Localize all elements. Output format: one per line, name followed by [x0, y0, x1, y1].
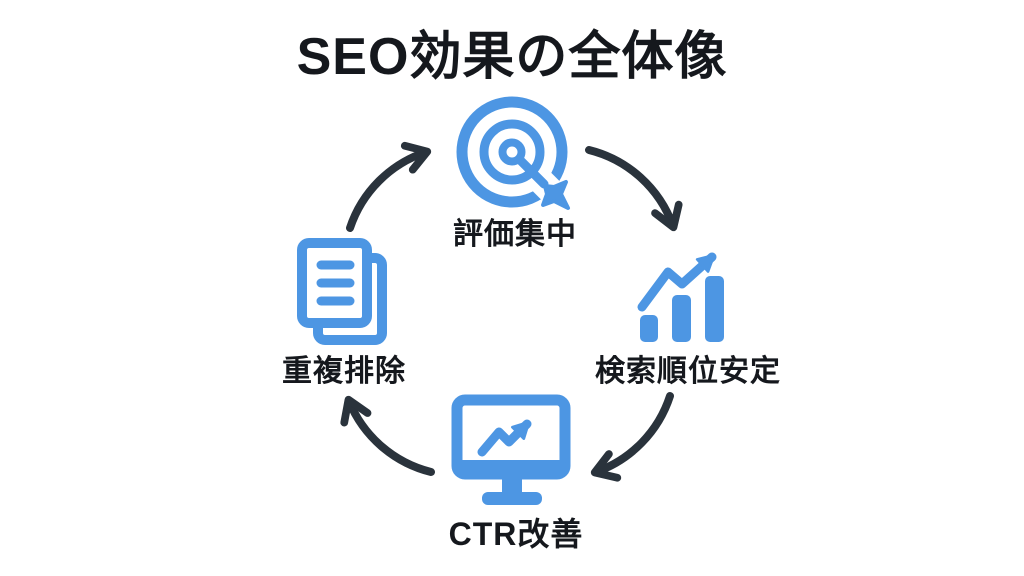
monitor-chart-icon: [451, 394, 571, 505]
arrow-left-to-top-icon: [346, 141, 432, 232]
bar-chart-icon: [637, 252, 724, 342]
page-title: SEO効果の全体像: [296, 28, 728, 86]
documents-icon: [297, 238, 387, 345]
dart-icon: [541, 180, 570, 210]
node-label-evaluation-concentration: 評価集中: [453, 218, 577, 251]
arrow-bottom-to-left-icon: [340, 395, 435, 476]
arrow-right-to-bottom-icon: [590, 392, 674, 482]
node-label-ranking-stability: 検索順位安定: [595, 355, 781, 388]
target-icon: [456, 96, 589, 229]
node-label-deduplication: 重複排除: [282, 355, 406, 388]
node-label-ctr-improvement: CTR改善: [448, 516, 584, 552]
arrow-top-to-right-icon: [585, 146, 683, 232]
cycle-arrows: [340, 141, 683, 482]
